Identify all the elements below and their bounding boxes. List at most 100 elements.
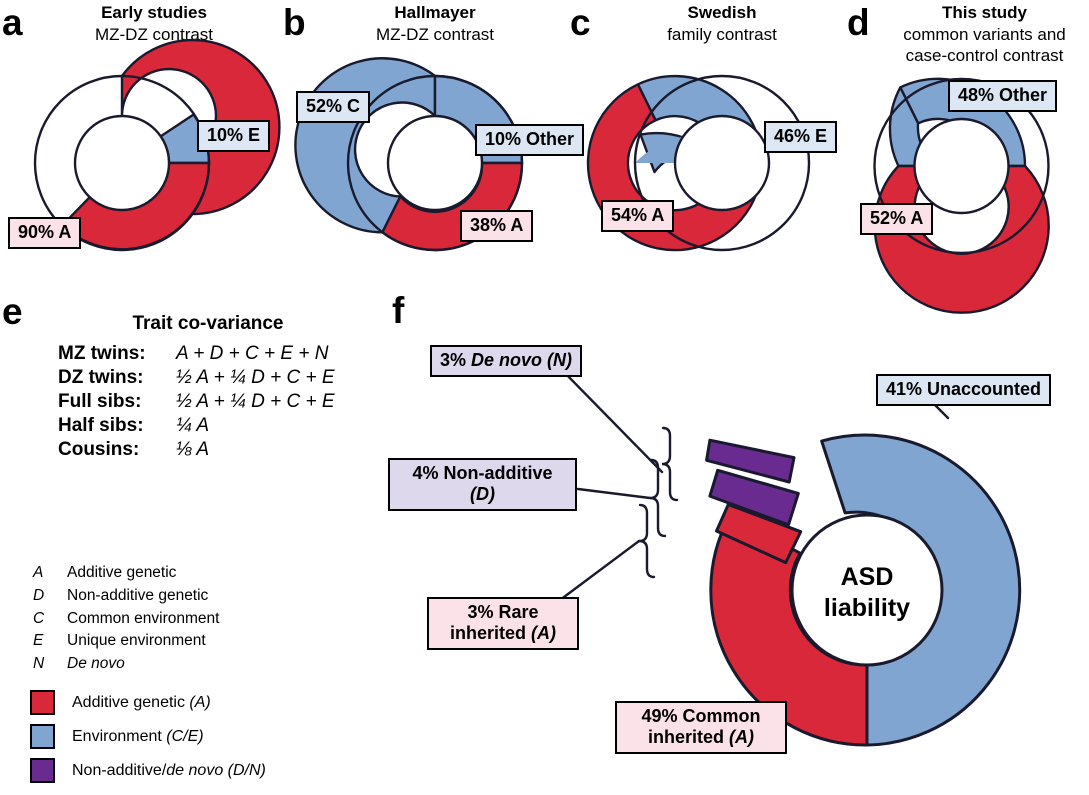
- asd-center-line1: ASD: [840, 563, 894, 591]
- donut-d-hole: [913, 117, 1010, 215]
- bracket-de-novo: [661, 426, 679, 502]
- donut-c-outline: [633, 74, 811, 252]
- panel-d-title-line2a: common variants and: [903, 24, 1066, 44]
- list-item: A Additive genetic: [33, 562, 219, 585]
- covar-row-label: Cousins:: [58, 439, 140, 460]
- callout-a-environment: 10% E: [197, 120, 271, 152]
- abbrev-definition: De novo: [67, 655, 125, 673]
- abbrev-definition: Unique environment: [67, 632, 206, 650]
- covar-row-value: A + D + C + E + N: [176, 343, 329, 364]
- leader-de-novo: [560, 368, 664, 474]
- covar-row-label: MZ twins:: [58, 343, 146, 364]
- callout-b-other: 10% Other: [475, 124, 585, 156]
- covar-row-label: DZ twins:: [58, 367, 144, 388]
- panel-letter-f: f: [392, 290, 405, 331]
- panel-title-a: Early studies MZ-DZ contrast: [44, 2, 264, 45]
- table-row: Cousins: ⅛ A: [58, 439, 335, 461]
- panel-letter-b: b: [283, 2, 306, 43]
- covar-row-value: ½ A + ¼ D + C + E: [176, 367, 335, 388]
- panel-letter-d: d: [847, 2, 870, 43]
- callout-b-additive: 38% A: [460, 210, 534, 242]
- panel-d-title-line2b: case-control contrast: [905, 46, 1064, 66]
- panel-b-title-line1: Hallmayer: [394, 3, 476, 22]
- callout-c-additive: 54% A: [601, 200, 675, 232]
- donut-b-hole: [386, 114, 484, 212]
- donut-a-outline: [33, 74, 211, 252]
- legend-item: Additive genetic (A): [30, 690, 266, 715]
- panel-a-title-line2: MZ-DZ contrast: [94, 24, 214, 44]
- callout-f-common-inherited: 49% Common inherited (A): [615, 701, 787, 754]
- donut-d-outline: [873, 77, 1050, 255]
- legend-swatch-additive: [30, 690, 55, 715]
- abbrev-definition: Non-additive genetic: [67, 586, 209, 604]
- legend-label-additive: Additive genetic (A): [72, 693, 211, 711]
- slice-f-nonadditive: [708, 468, 800, 527]
- trait-covariance-title: Trait co-variance: [132, 313, 284, 334]
- callout-f-de-novo-pct: 3%: [440, 350, 472, 370]
- abbrev-symbol: D: [33, 586, 45, 604]
- asd-liability-center-label: ASD liability: [802, 562, 932, 623]
- callout-f-rare-inherited: 3% Rare inherited (A): [427, 597, 579, 650]
- list-item: N De novo: [33, 653, 219, 676]
- callout-f-rare-line2: inherited (A): [449, 622, 556, 643]
- callout-a-additive: 90% A: [8, 217, 82, 249]
- panel-d-title-line1: This study: [941, 3, 1027, 22]
- callout-d-other: 48% Other: [948, 80, 1058, 112]
- covar-row-label: Full sibs:: [58, 391, 142, 412]
- abbrev-symbol: C: [33, 609, 45, 627]
- leader-nonadditive: [576, 487, 652, 500]
- panel-c-title-line1: Swedish: [687, 3, 757, 22]
- panel-title-b: Hallmayer MZ-DZ contrast: [325, 2, 545, 45]
- callout-d-additive: 52% A: [860, 203, 934, 235]
- callout-b-common-env: 52% C: [296, 91, 371, 123]
- panel-letter-c: c: [570, 2, 591, 43]
- leader-rare: [558, 539, 641, 602]
- callout-f-common-line1: 49% Common: [641, 706, 761, 726]
- covar-row-value: ½ A + ¼ D + C + E: [176, 391, 335, 412]
- donut-b-outline: [346, 74, 524, 252]
- panel-c-title-line2: family contrast: [667, 24, 777, 44]
- abbrev-symbol: N: [33, 655, 45, 673]
- callout-f-de-novo-text: De novo (N): [471, 350, 573, 370]
- covar-row-value: ⅛ A: [176, 439, 210, 460]
- slice-d-additive: [873, 164, 1050, 314]
- donut-chart-a: [33, 38, 281, 252]
- legend-item: Environment (C/E): [30, 724, 266, 749]
- panel-letter-e: e: [2, 291, 23, 332]
- table-row: Full sibs: ½ A + ¼ D + C + E: [58, 391, 335, 413]
- legend-label-environment: Environment (C/E): [72, 727, 204, 745]
- covar-row-value: ¼ A: [176, 415, 210, 436]
- panel-title-d: This study common variants and case-cont…: [882, 2, 1087, 67]
- donut-f-slices: [705, 433, 1022, 747]
- callout-f-rare-line1: 3% Rare: [467, 602, 539, 622]
- callout-f-common-line2: inherited (A): [647, 726, 754, 747]
- callout-f-nonadditive-line2: (D): [470, 483, 495, 504]
- slice-a-additive: [120, 38, 281, 216]
- abbrev-symbol: E: [33, 632, 44, 650]
- callout-f-unaccounted: 41% Unaccounted: [876, 374, 1052, 406]
- donut-a-hole: [73, 114, 171, 212]
- callout-f-de-novo: 3% De novo (N): [430, 345, 583, 377]
- donut-a-slices: [33, 38, 281, 252]
- color-legend: Additive genetic (A) Environment (C/E) N…: [30, 690, 266, 792]
- covar-row-label: Half sibs:: [58, 415, 144, 436]
- abbreviation-key: A Additive genetic D Non-additive geneti…: [33, 562, 219, 676]
- callout-f-nonadditive: 4% Non-additive (D): [388, 458, 577, 511]
- asd-center-line2: liability: [823, 593, 911, 622]
- trait-covariance-table: MZ twins: A + D + C + E + N DZ twins: ½ …: [58, 343, 335, 463]
- abbrev-symbol: A: [33, 564, 44, 581]
- legend-swatch-nonadditive: [30, 758, 55, 783]
- list-item: E Unique environment: [33, 630, 219, 653]
- slice-f-rare-inherited: [715, 503, 803, 565]
- table-row: MZ twins: A + D + C + E + N: [58, 343, 335, 365]
- panel-letter-a: a: [2, 2, 23, 43]
- table-row: Half sibs: ¼ A: [58, 415, 335, 437]
- slice-f-de-novo: [705, 438, 796, 484]
- callout-c-environment: 46% E: [764, 121, 838, 153]
- callout-f-nonadditive-line1: 4% Non-additive: [412, 463, 553, 483]
- list-item: C Common environment: [33, 608, 219, 631]
- donut-f-hole: [790, 513, 944, 667]
- abbrev-definition: Additive genetic: [67, 564, 177, 581]
- legend-label-nonadditive: Non-additive/de novo (D/N): [72, 761, 266, 779]
- panel-title-c: Swedish family contrast: [612, 2, 832, 45]
